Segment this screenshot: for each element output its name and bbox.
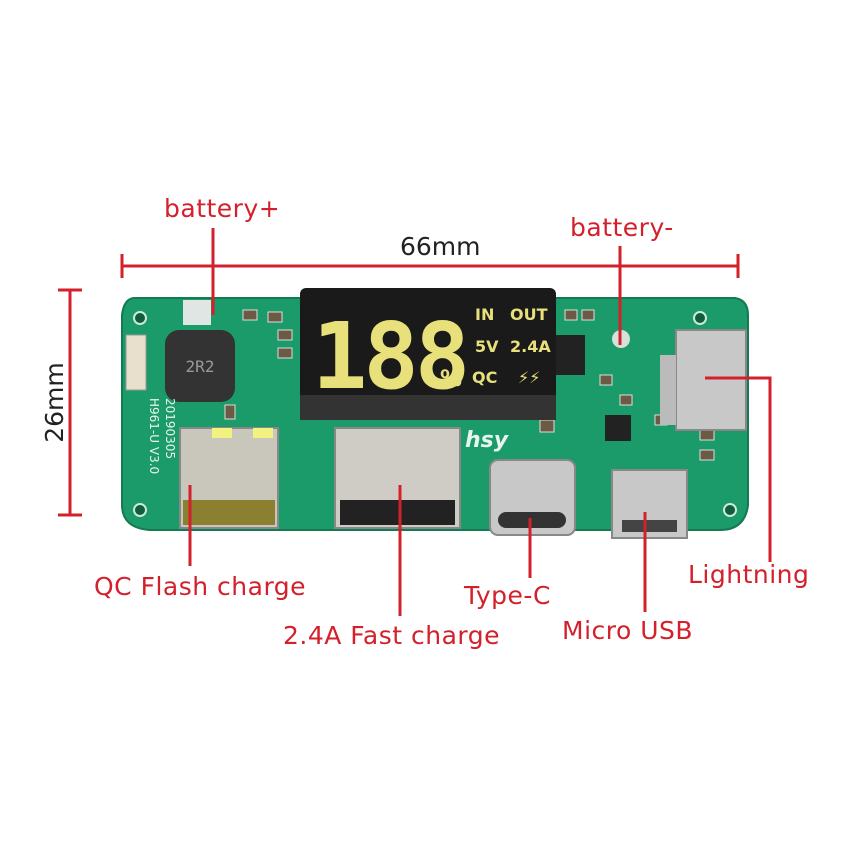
led-indicator (212, 428, 232, 438)
display-out: OUT (510, 305, 548, 324)
display-qc: QC (472, 368, 497, 387)
silkscreen-brand: hsy (465, 428, 510, 453)
lightning-label: Lightning (688, 560, 810, 589)
battery-plus-label: battery+ (164, 194, 281, 223)
display-flash-icon: ⚡⚡ (518, 368, 540, 387)
slide-switch (125, 334, 147, 391)
qc-flash-charge-label: QC Flash charge (94, 572, 307, 601)
inductor (165, 330, 235, 402)
display-in: IN (475, 305, 494, 324)
silkscreen-date: 20190305 (163, 398, 177, 459)
display-percent: % (440, 367, 462, 392)
type-c-opening (498, 512, 566, 528)
ic-chip (605, 415, 631, 441)
lightning-pointer (705, 376, 772, 562)
display-voltage: 5V (475, 337, 499, 356)
micro-usb-label: Micro USB (562, 616, 694, 645)
width-label: 66mm (400, 232, 481, 261)
display-base (300, 395, 556, 420)
micro-usb-opening (622, 520, 677, 532)
silkscreen-model: H961-U V3.0 (147, 398, 161, 474)
qc-port-insert (183, 500, 275, 525)
type-c-label: Type-C (464, 581, 551, 610)
led-indicator (253, 428, 273, 438)
led-display (300, 288, 556, 420)
inductor-label: 2R2 (186, 357, 215, 376)
battery-minus-label: battery- (570, 213, 674, 242)
annotation-lines (58, 228, 772, 616)
fast-port-insert (340, 500, 455, 525)
display-current: 2.4A (510, 337, 551, 356)
display-digits: 188 (312, 303, 466, 410)
mounting-holes (133, 311, 737, 517)
lightning-port (675, 329, 747, 431)
fast-charge-label: 2.4A Fast charge (283, 621, 500, 650)
battery-plus-pad (183, 300, 211, 325)
ic-chip (555, 335, 585, 375)
lightning-pins (660, 355, 676, 425)
height-label: 26mm (39, 362, 69, 443)
